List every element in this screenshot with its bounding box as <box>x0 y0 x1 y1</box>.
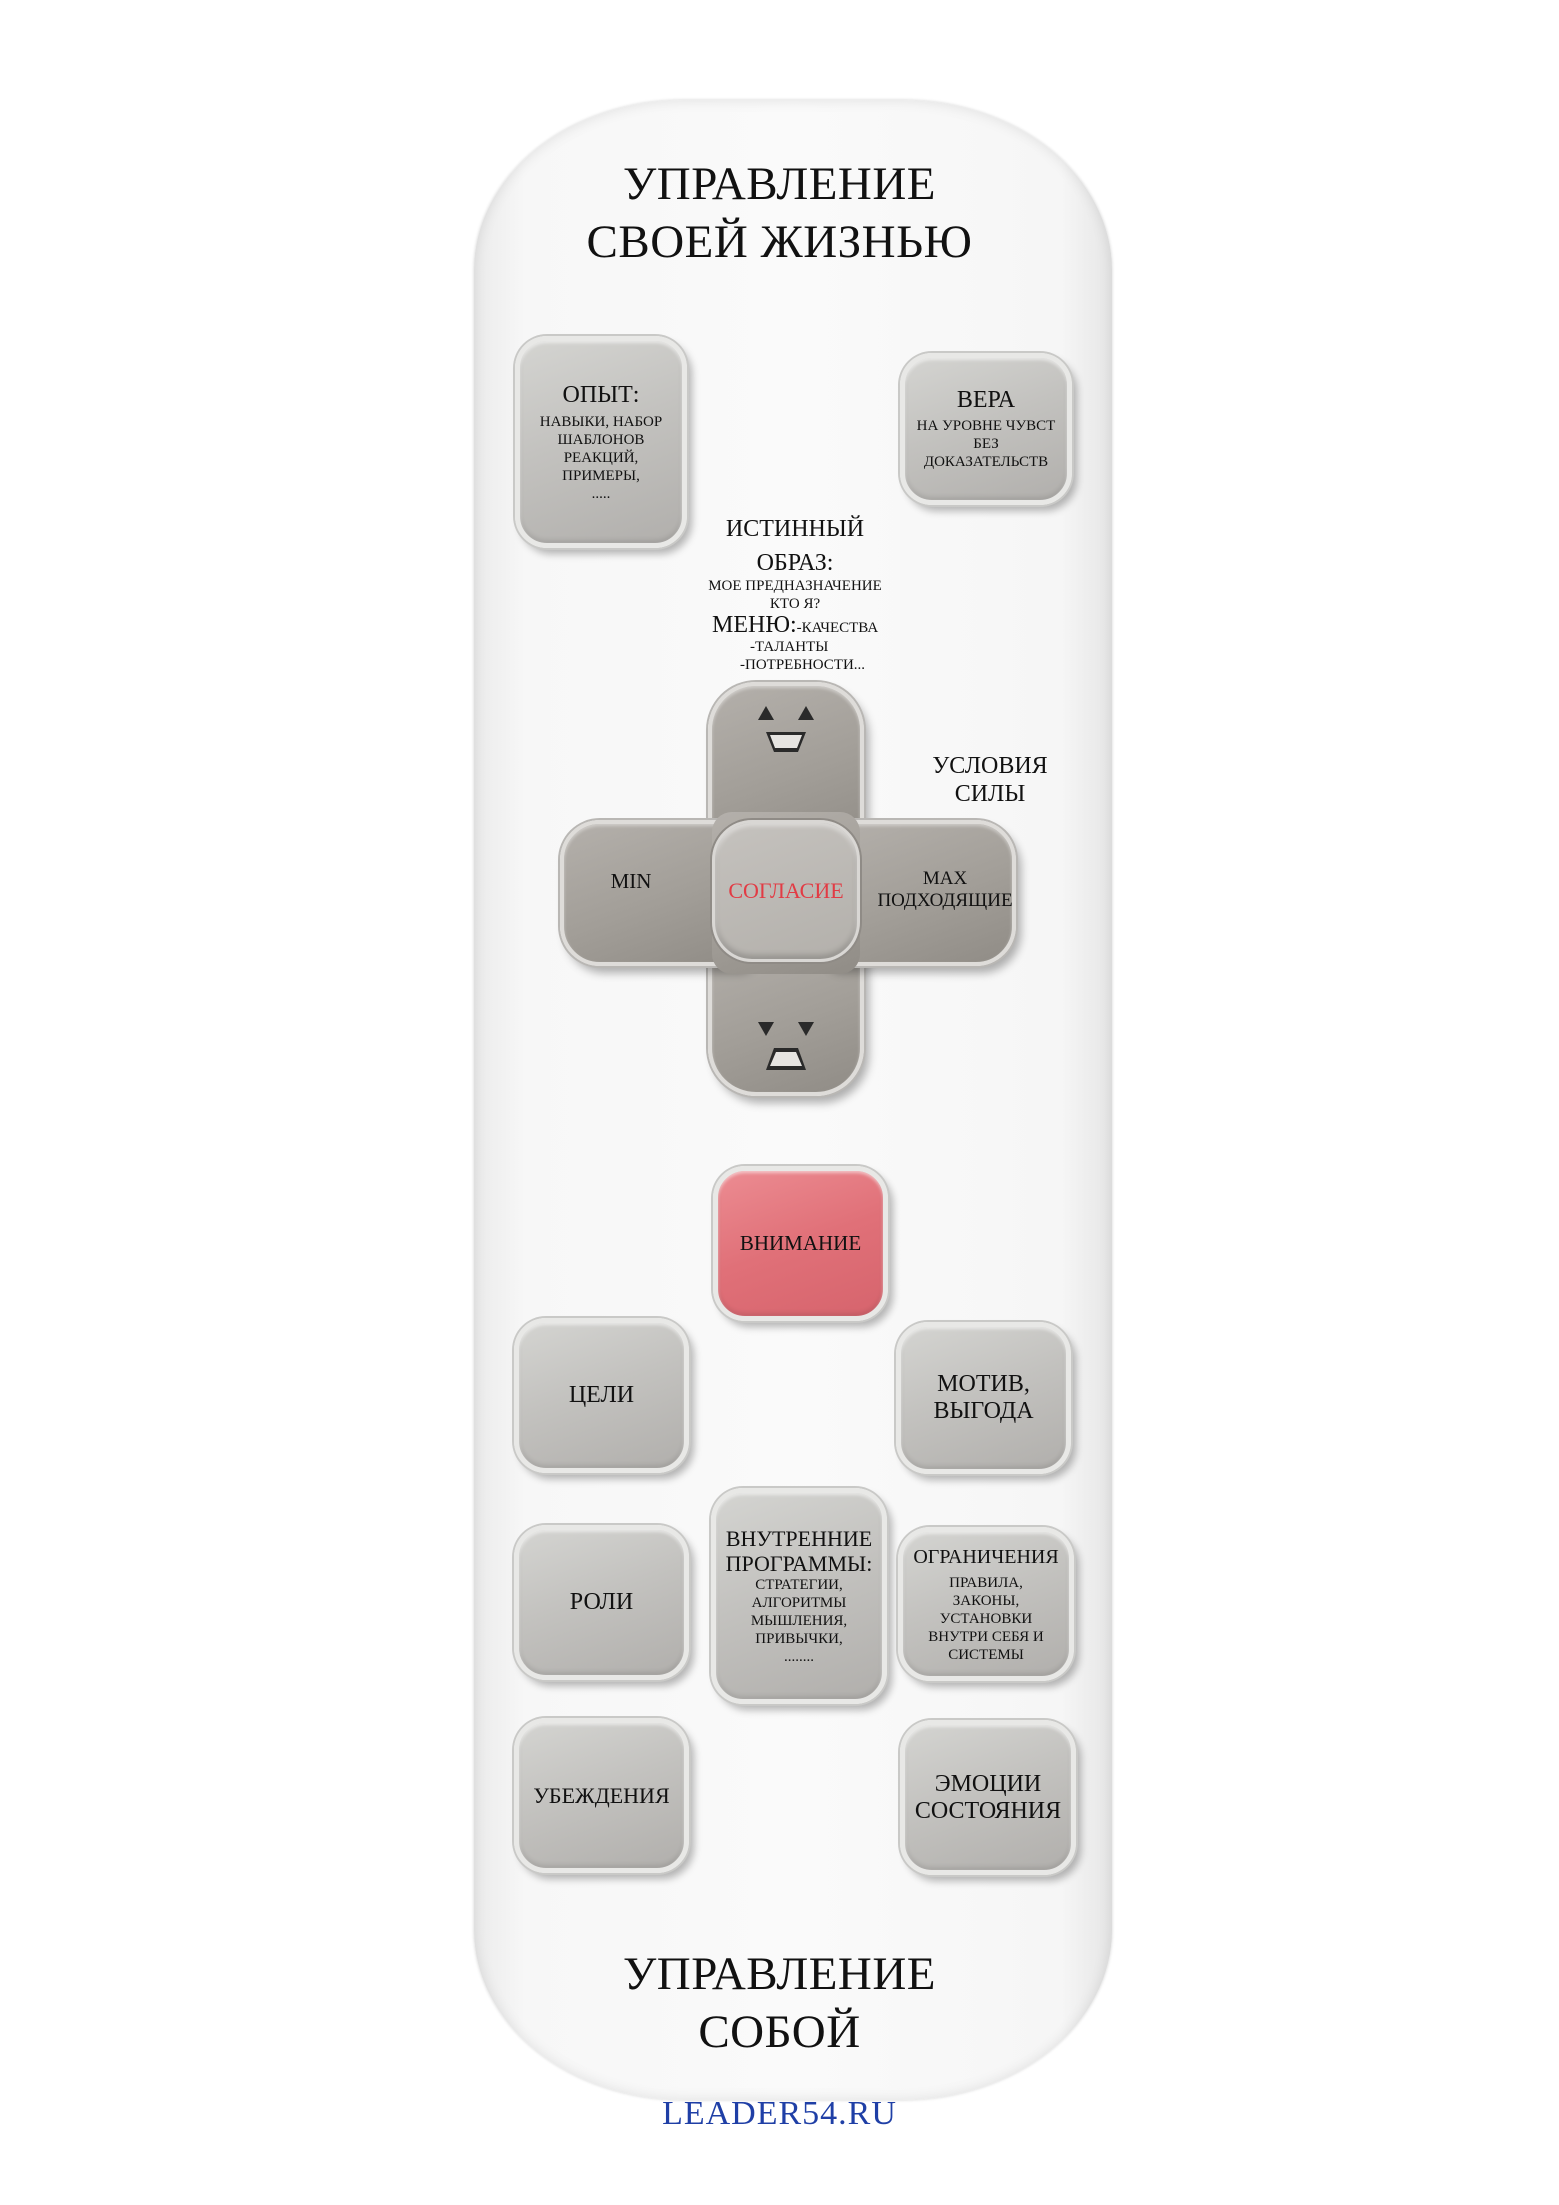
roles-label: РОЛИ <box>569 1589 634 1615</box>
goals-label: ЦЕЛИ <box>568 1382 635 1408</box>
true-image-line1: ИСТИННЫЙ <box>725 516 865 542</box>
experience-title: ОПЫТ: <box>562 381 640 408</box>
beliefs-label: УБЕЖДЕНИЯ <box>533 1783 670 1808</box>
true-image-sub1: МОЕ ПРЕДНАЗНАЧЕНИЕ <box>708 578 882 594</box>
inner-programs-button[interactable]: ВНУТРЕННИЕ ПРОГРАММЫ: СТРАТЕГИИ, АЛГОРИТ… <box>711 1488 887 1704</box>
true-image-sub2: КТО Я? <box>769 596 821 612</box>
programs-item: ........ <box>784 1649 814 1665</box>
menu-item: -ПОТРЕБНОСТИ... <box>740 657 866 673</box>
smile-face-icon <box>758 706 814 752</box>
consent-label: СОГЛАСИЕ <box>728 878 844 903</box>
programs-item: СТРАТЕГИИ, <box>755 1577 843 1593</box>
bottom-heading-line2: СОБОЙ <box>698 2006 861 2058</box>
emotions-line1: ЭМОЦИИ <box>934 1770 1042 1797</box>
beliefs-button[interactable]: УБЕЖДЕНИЯ <box>514 1718 689 1873</box>
top-heading: УПРАВЛЕНИЕ СВОЕЙ ЖИЗНЬЮ <box>0 155 1559 271</box>
programs-line1: ВНУТРЕННИЕ <box>725 1526 873 1551</box>
faith-line: ДОКАЗАТЕЛЬСТВ <box>923 454 1049 470</box>
menu-item: -ТАЛАНТЫ <box>750 639 829 655</box>
bottom-heading-line1: УПРАВЛЕНИЕ <box>622 1948 937 2000</box>
limits-item: УСТАНОВКИ <box>939 1611 1033 1627</box>
limits-title: ОГРАНИЧЕНИЯ <box>913 1546 1059 1568</box>
experience-button[interactable]: ОПЫТ: НАВЫКИ, НАБОР ШАБЛОНОВ РЕАКЦИЙ, ПР… <box>515 336 687 548</box>
max-line2: ПОДХОДЯЩИЕ <box>877 890 1013 911</box>
menu-item: -КАЧЕСТВА <box>796 620 879 636</box>
limits-item: ПРАВИЛА, <box>949 1575 1023 1591</box>
motive-button[interactable]: МОТИВ, ВЫГОДА <box>896 1322 1071 1474</box>
sad-face-icon <box>758 1022 814 1070</box>
programs-item: ПРИВЫЧКИ, <box>755 1631 843 1647</box>
experience-line: ПРИМЕРЫ, <box>562 467 640 484</box>
power-conditions-label: УСЛОВИЯ СИЛЫ <box>905 752 1075 808</box>
limits-item: СИСТЕМЫ <box>948 1647 1024 1663</box>
roles-button[interactable]: РОЛИ <box>514 1525 689 1680</box>
experience-line: ..... <box>591 485 611 502</box>
programs-item: МЫШЛЕНИЯ, <box>750 1613 848 1629</box>
min-label: MIN <box>610 869 652 893</box>
motive-line1: МОТИВ, <box>937 1371 1030 1397</box>
menu-block: МЕНЮ:-КАЧЕСТВА -ТАЛАНТЫ -ПОТРЕБНОСТИ... <box>712 612 932 674</box>
experience-line: РЕАКЦИЙ, <box>563 449 639 466</box>
limits-item: ВНУТРИ СЕБЯ И <box>928 1629 1044 1645</box>
emotions-button[interactable]: ЭМОЦИИ СОСТОЯНИЯ <box>900 1720 1076 1875</box>
bottom-heading: УПРАВЛЕНИЕ СОБОЙ <box>0 1945 1559 2061</box>
attention-button[interactable]: ВНИМАНИЕ <box>713 1166 888 1321</box>
goals-button[interactable]: ЦЕЛИ <box>514 1318 689 1473</box>
top-heading-line1: УПРАВЛЕНИЕ <box>622 158 937 210</box>
power-conditions-line1: УСЛОВИЯ <box>932 753 1048 779</box>
brand-link[interactable]: LEADER54.RU <box>662 2095 897 2132</box>
faith-title: ВЕРА <box>956 387 1016 413</box>
faith-button[interactable]: ВЕРА НА УРОВНЕ ЧУВСТ БЕЗ ДОКАЗАТЕЛЬСТВ <box>900 353 1072 505</box>
power-conditions-line2: СИЛЫ <box>954 781 1026 807</box>
faith-line: БЕЗ <box>973 436 999 452</box>
emotions-line2: СОСТОЯНИЯ <box>914 1797 1062 1824</box>
programs-line2: ПРОГРАММЫ: <box>725 1551 873 1576</box>
limits-item: ЗАКОНЫ, <box>952 1593 1020 1609</box>
true-image-label: ИСТИННЫЙ ОБРАЗ: МОЕ ПРЕДНАЗНАЧЕНИЕ КТО Я… <box>680 515 910 613</box>
max-line1: MAX <box>922 868 968 889</box>
experience-line: НАВЫКИ, НАБОР <box>539 413 663 430</box>
faith-line: НА УРОВНЕ ЧУВСТ <box>916 418 1056 434</box>
max-label: MAX ПОДХОДЯЩИЕ <box>870 868 1020 912</box>
programs-item: АЛГОРИТМЫ <box>751 1595 847 1611</box>
attention-label: ВНИМАНИЕ <box>739 1231 862 1255</box>
experience-line: ШАБЛОНОВ <box>557 431 645 448</box>
menu-label: МЕНЮ: <box>712 612 797 638</box>
consent-button[interactable]: СОГЛАСИЕ <box>712 820 860 962</box>
limits-button[interactable]: ОГРАНИЧЕНИЯ ПРАВИЛА, ЗАКОНЫ, УСТАНОВКИ В… <box>898 1527 1074 1681</box>
true-image-line2: ОБРАЗ: <box>756 550 834 576</box>
motive-line2: ВЫГОДА <box>933 1398 1034 1424</box>
top-heading-line2: СВОЕЙ ЖИЗНЬЮ <box>586 216 973 268</box>
